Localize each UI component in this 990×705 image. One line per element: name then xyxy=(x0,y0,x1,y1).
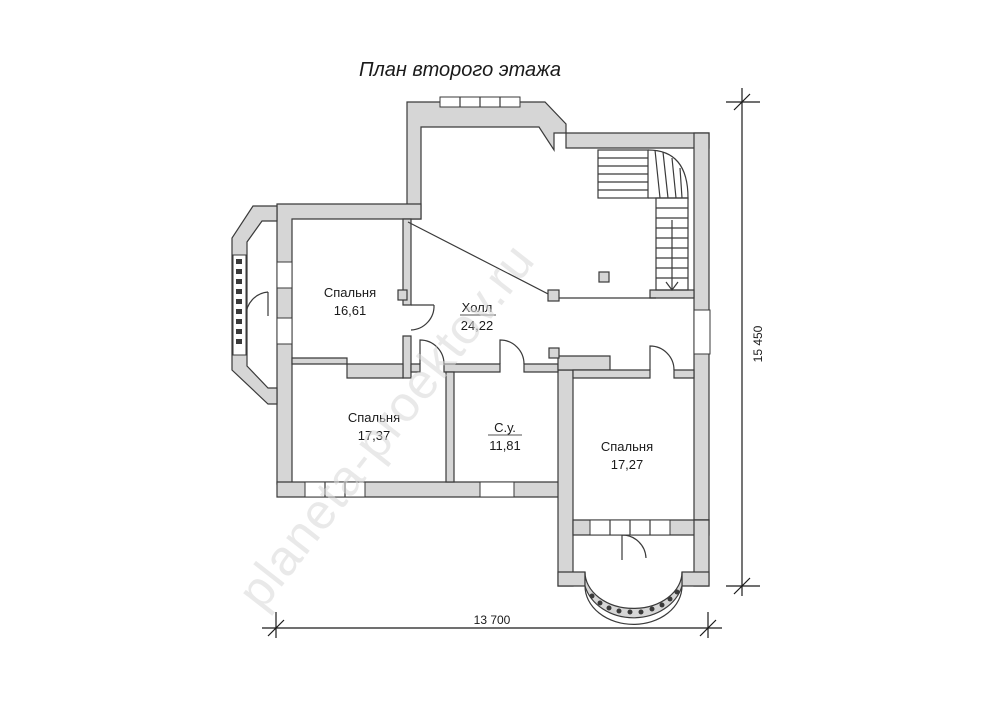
room-area: 16,61 xyxy=(334,303,367,318)
staircase xyxy=(397,149,689,359)
room-bathroom: С.у. 11,81 xyxy=(488,420,522,453)
height-label: 15 450 xyxy=(751,325,765,362)
plan-title: План второго этажа xyxy=(359,59,561,81)
doors xyxy=(245,291,675,560)
room-name: С.у. xyxy=(494,420,516,435)
room-area: 24,22 xyxy=(461,318,494,333)
room-bedroom-3: Спальня 17,27 xyxy=(601,439,653,472)
room-bedroom-2: Спальня 17,37 xyxy=(348,410,400,443)
room-name: Спальня xyxy=(601,439,653,454)
room-area: 11,81 xyxy=(489,438,521,453)
room-name: Спальня xyxy=(348,410,400,425)
dimension-width: 13 700 xyxy=(262,612,722,638)
room-hall: Холл 24,22 xyxy=(460,300,496,333)
room-bedroom-1: Спальня 16,61 xyxy=(324,285,376,318)
room-name: Холл xyxy=(462,300,493,315)
room-area: 17,27 xyxy=(611,457,644,472)
windows xyxy=(232,96,711,536)
round-bay xyxy=(584,571,683,625)
room-area: 17,37 xyxy=(358,428,391,443)
room-name: Спальня xyxy=(324,285,376,300)
dimension-height: 15 450 xyxy=(726,88,765,596)
width-label: 13 700 xyxy=(474,613,511,627)
